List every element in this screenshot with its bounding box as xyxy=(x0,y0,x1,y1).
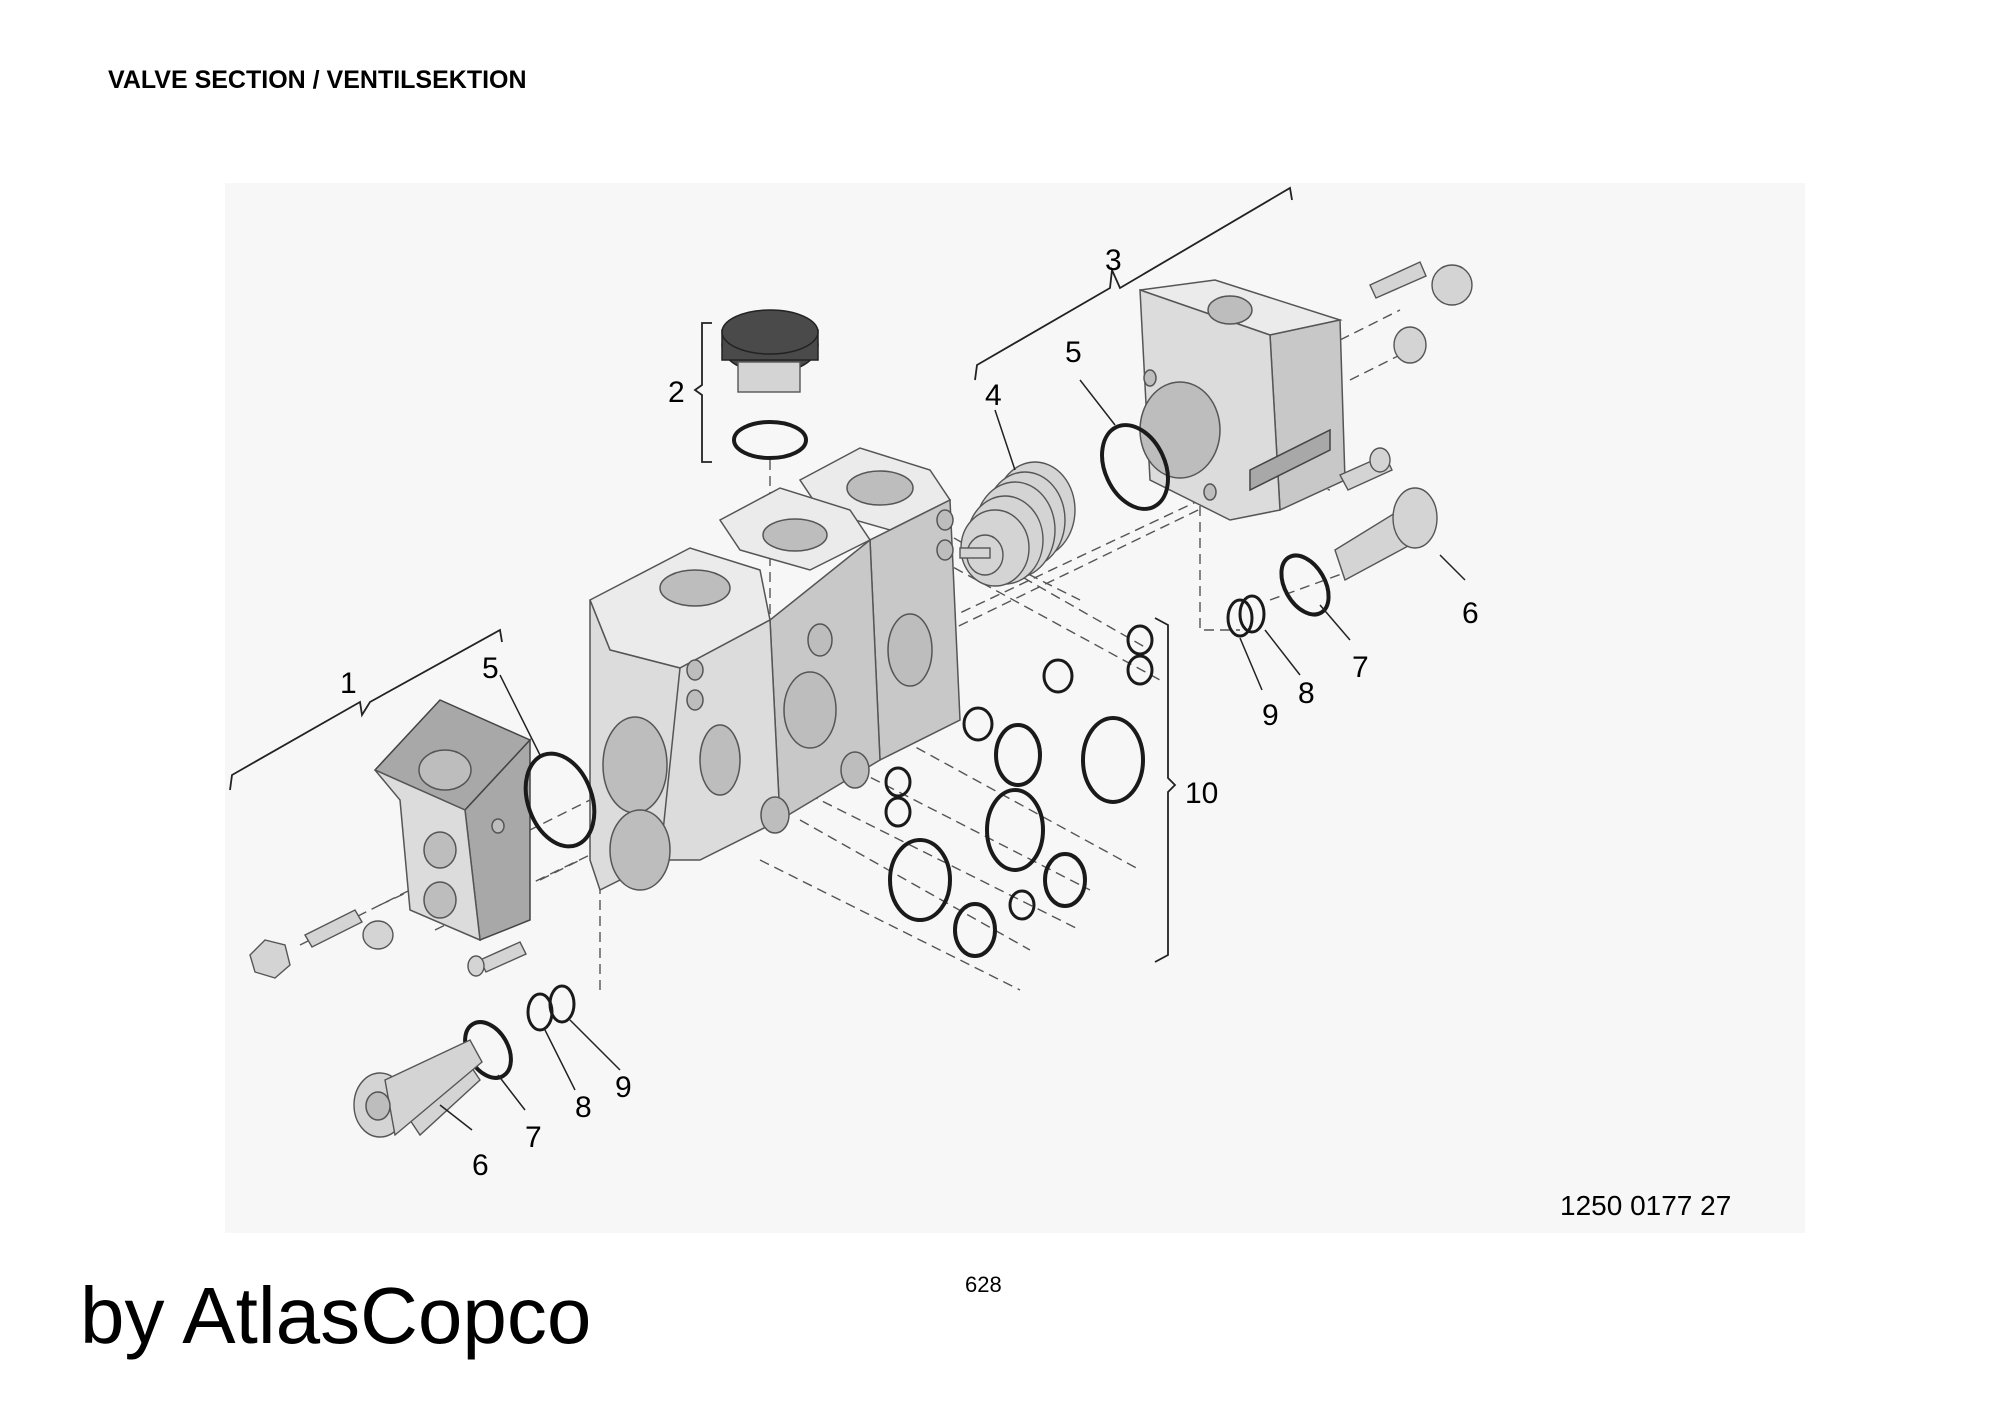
callout-7-left: 7 xyxy=(525,1121,542,1154)
right-end-block xyxy=(1139,279,1346,521)
callout-1: 1 xyxy=(340,667,357,700)
page-title: VALVE SECTION / VENTILSEKTION xyxy=(108,66,527,94)
callout-2: 2 xyxy=(668,376,685,409)
callout-numbers: 1 2 3 4 5 5 6 7 8 9 10 6 7 8 9 xyxy=(340,244,1479,1182)
callout-9-left: 9 xyxy=(615,1071,632,1104)
cap-assembly xyxy=(721,309,819,460)
callout-4: 4 xyxy=(985,379,1002,412)
callout-3: 3 xyxy=(1105,244,1122,277)
callout-8-right: 8 xyxy=(1298,677,1315,710)
plug-right xyxy=(1334,487,1438,582)
o-rings xyxy=(463,423,1331,1080)
callout-10: 10 xyxy=(1185,777,1218,810)
drawing-number: 1250 0177 27 xyxy=(1560,1190,1732,1221)
plug-left xyxy=(353,1039,483,1138)
spring xyxy=(959,461,1076,587)
figure-background xyxy=(225,183,1805,1233)
leader-lines xyxy=(439,379,1466,1131)
valve-body xyxy=(589,447,961,892)
callout-braces xyxy=(229,186,1293,963)
watermark-text: by AtlasCopco xyxy=(80,1271,592,1360)
left-end-block xyxy=(373,699,532,942)
fasteners xyxy=(249,261,1473,979)
callout-6-left: 6 xyxy=(472,1149,489,1182)
callout-9-right: 9 xyxy=(1262,699,1279,732)
callout-5-right: 5 xyxy=(1065,336,1082,369)
callout-8-left: 8 xyxy=(575,1091,592,1124)
callout-6-right: 6 xyxy=(1462,597,1479,630)
page-number: 628 xyxy=(965,1272,1002,1297)
callout-5-left: 5 xyxy=(482,652,499,685)
callout-7-right: 7 xyxy=(1352,651,1369,684)
